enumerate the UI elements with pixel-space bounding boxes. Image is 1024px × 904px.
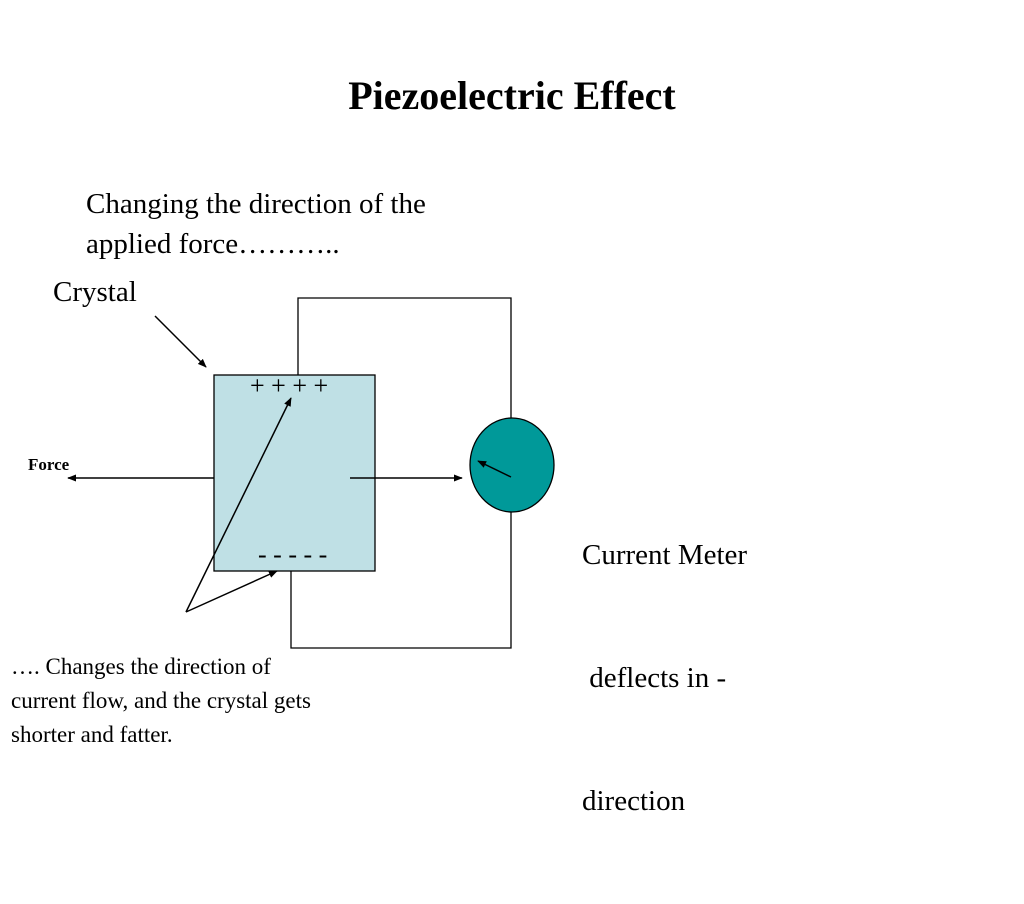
- meter-caption: Current Meter deflects in - direction: [582, 453, 747, 904]
- bottom-caption-line-1: …. Changes the direction of: [11, 654, 271, 679]
- meter-caption-line-1: Current Meter: [582, 539, 748, 571]
- bottom-caption-line-3: shorter and fatter.: [11, 722, 173, 747]
- intro-line-1: Changing the direction of the: [86, 188, 426, 220]
- caption-arrow-to-plus: [185, 397, 292, 613]
- top-wire: [297, 297, 512, 418]
- bottom-caption-line-2: current flow, and the crystal gets: [11, 688, 311, 713]
- crystal-label: Crystal: [53, 276, 137, 308]
- intro-line-2: applied force………..: [86, 228, 340, 260]
- bottom-wire: [290, 512, 512, 649]
- negative-charges-label: - - - - -: [258, 540, 328, 569]
- force-label: Force: [28, 455, 70, 474]
- meter-caption-line-3: direction: [582, 785, 686, 817]
- crystal-pointer-arrow: [154, 315, 207, 368]
- meter-caption-line-2: deflects in -: [582, 662, 727, 694]
- intro-text: Changing the direction of the applied fo…: [86, 184, 426, 264]
- crystal-block: [213, 374, 376, 572]
- piezo-diagram: [67, 297, 555, 649]
- positive-charges-label: + + + +: [250, 371, 329, 400]
- slide: Piezoelectric Effect Changing the direct…: [11, 73, 747, 817]
- meter-needle-icon: [477, 460, 512, 478]
- bottom-caption: …. Changes the direction of current flow…: [11, 650, 311, 752]
- caption-arrow-to-minus: [185, 570, 278, 613]
- slide-title: Piezoelectric Effect: [348, 73, 676, 118]
- current-meter-icon: [469, 417, 555, 513]
